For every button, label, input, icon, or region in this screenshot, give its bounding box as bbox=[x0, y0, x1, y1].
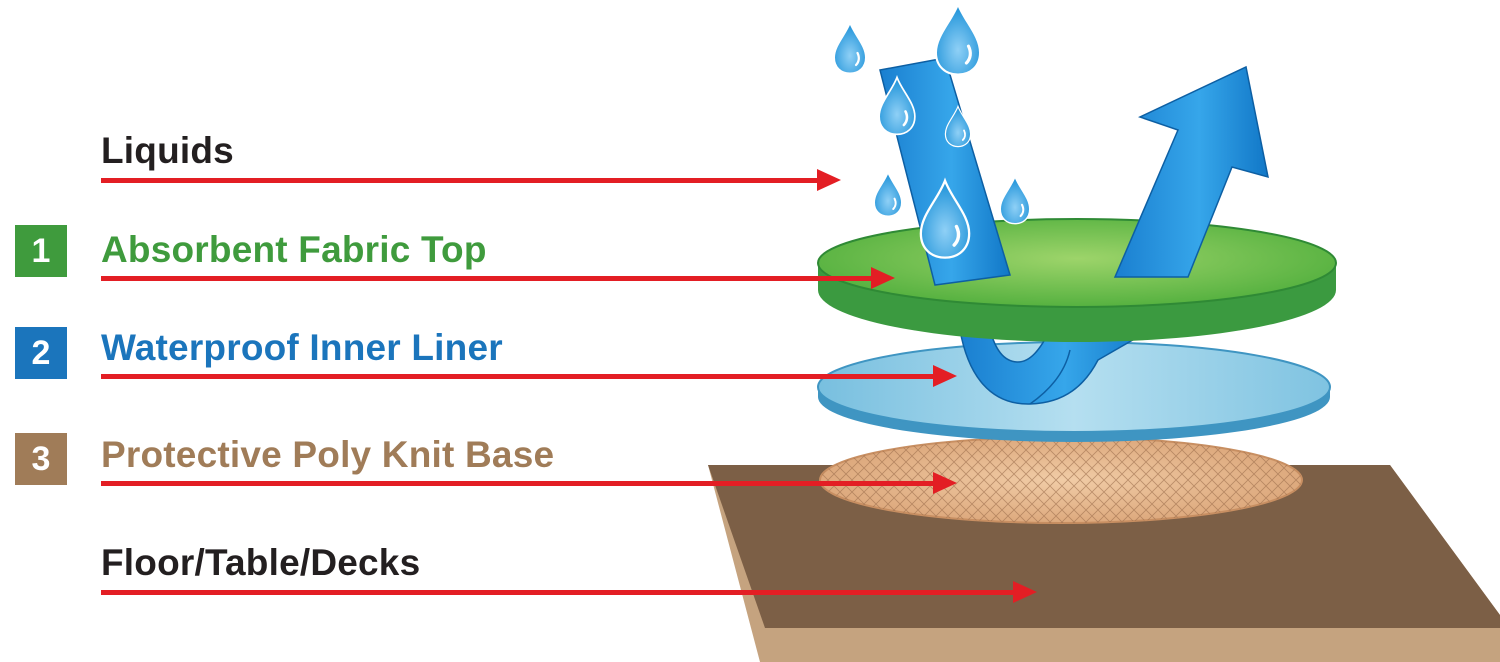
knit-base-layer bbox=[819, 436, 1303, 524]
liquids-pointer-arrow bbox=[101, 169, 841, 191]
blocked-flow-arrow bbox=[959, 329, 1153, 405]
floor-pointer-arrow bbox=[101, 581, 1037, 603]
absorbent-fabric-top-label: Absorbent Fabric Top bbox=[101, 229, 487, 270]
absorbent-top-pointer-arrow bbox=[101, 267, 895, 289]
knit-base-pointer-arrow bbox=[101, 472, 957, 494]
layer-3-badge: 3 bbox=[15, 433, 67, 485]
floor-table-decks-label: Floor/Table/Decks bbox=[101, 542, 421, 583]
liquids-label: Liquids bbox=[101, 130, 234, 171]
waterproof-liner-pointer-arrow bbox=[101, 365, 957, 387]
waterproof-inner-liner-label: Waterproof Inner Liner bbox=[101, 327, 503, 368]
protective-poly-knit-base-label: Protective Poly Knit Base bbox=[101, 434, 555, 475]
absorbent-top-layer bbox=[817, 218, 1337, 342]
vapor-up-arrow bbox=[1113, 65, 1269, 278]
layer-1-badge: 1 bbox=[15, 225, 67, 277]
layer-2-badge: 2 bbox=[15, 327, 67, 379]
